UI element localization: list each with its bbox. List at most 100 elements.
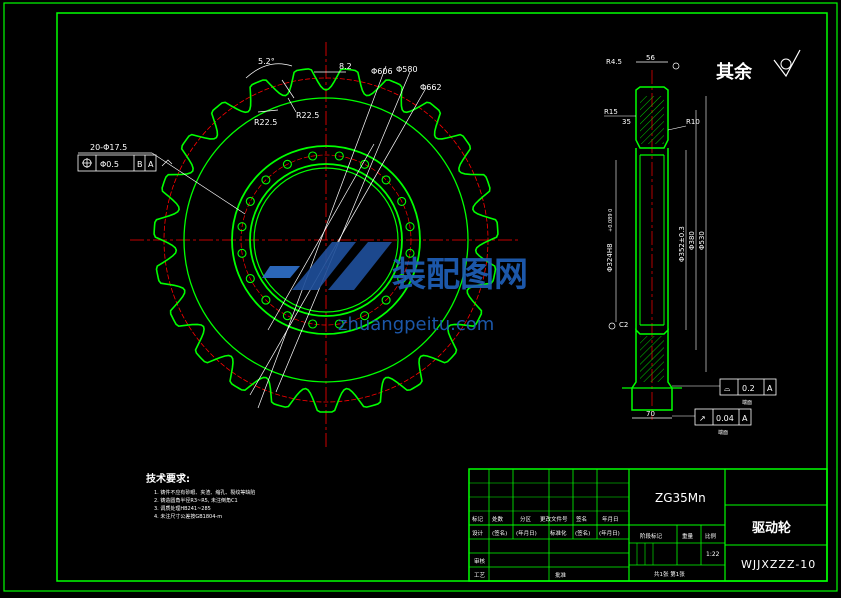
- roughness-symbol-icon: [773, 49, 801, 78]
- note-item-4: 4. 未注尺寸公差按GB1804-m: [154, 513, 222, 520]
- bore-circle: [249, 163, 403, 317]
- r15-label: R15: [604, 108, 618, 116]
- tb-approve: 批准: [555, 571, 567, 579]
- angle-dim-label: 5.2°: [258, 57, 275, 66]
- flatness-datum: A: [767, 384, 773, 393]
- bore-label: Φ324H8: [606, 243, 614, 272]
- dia-606-label: Φ606: [371, 67, 393, 76]
- watermark-logo-icon: [262, 242, 392, 290]
- tb-standard: 标准化: [550, 529, 567, 537]
- flatness-value: 0.2: [742, 384, 755, 393]
- bolt-hole: [308, 319, 318, 329]
- bolt-holes: [237, 151, 415, 329]
- pitch-circle: [163, 77, 489, 403]
- watermark-cn: 装配图网: [392, 255, 528, 295]
- bolt-hole: [308, 151, 318, 161]
- tb-label-mark: 标记: [472, 515, 484, 523]
- tb-ratio-label: 比例: [705, 532, 717, 540]
- upper-hatch: [640, 96, 664, 144]
- datum-leader-icon: [161, 159, 173, 167]
- bolt-hole: [261, 175, 271, 185]
- tb-review: 审核: [474, 557, 486, 565]
- bore-tol-label: +0.089 0: [608, 209, 614, 232]
- scale-value: 1:22: [706, 551, 720, 558]
- bolt-hole: [405, 248, 415, 258]
- face-label-2: 端面: [718, 429, 728, 436]
- sprocket-front-view: 5.2° 8.2 Φ606 Φ580 Φ662 R22.5 R22.5 20-Φ…: [77, 42, 520, 450]
- bolt-hole: [282, 311, 292, 321]
- dim-line-662: [249, 87, 427, 396]
- flatness-frame: [719, 378, 777, 396]
- bolt-hole: [245, 274, 255, 284]
- r225b-leader: [257, 109, 279, 113]
- dim-line-bore: [267, 143, 375, 331]
- tb-design-date: (年月日): [516, 529, 537, 537]
- runout-frame: [694, 408, 752, 426]
- r10-label: R10: [686, 118, 700, 126]
- r10-leader: [667, 125, 687, 131]
- bolt-hole: [397, 196, 407, 206]
- watermark-en: zhuangpeitu.com: [338, 314, 494, 335]
- bore-chamfer-circle: [253, 167, 399, 313]
- runout-value: 0.04: [716, 414, 734, 423]
- bolt-circle: [240, 154, 412, 326]
- tb-design: 设计: [472, 529, 484, 537]
- bolt-hole: [237, 248, 247, 258]
- tb-standard-date: (年月日): [599, 529, 620, 537]
- datum-a-circle-icon: [608, 322, 616, 330]
- lower-hatch: [640, 336, 664, 382]
- datum-a-ref: A: [148, 160, 154, 169]
- dim-line-580: [275, 71, 411, 393]
- position-tolerance-frame: [77, 154, 157, 172]
- datum-circle-icon: [672, 62, 680, 70]
- title-block-text: 标记 处数 分区 更改文件号 签名 年月日 设计 (签名) (年月日) 标准化 …: [472, 515, 720, 579]
- notes-title: 技术要求:: [146, 472, 190, 485]
- tb-label-zone: 分区: [520, 515, 532, 523]
- title-block: [468, 468, 828, 582]
- d380-label: Φ380: [688, 231, 696, 250]
- angle-arc: [245, 63, 293, 79]
- bolt-hole: [360, 159, 370, 169]
- note-item-3: 3. 调质处理HB241~285: [154, 505, 211, 512]
- bolt-hole: [360, 311, 370, 321]
- runout-symbol-icon: ↗: [699, 414, 706, 423]
- dia-662-label: Φ662: [420, 83, 442, 92]
- bolt-hole: [405, 222, 415, 232]
- part-name: 驱动轮: [752, 520, 791, 536]
- drawing-number: WJJXZZZ-10: [741, 558, 816, 571]
- inner-border: [56, 12, 828, 582]
- face-label-1: 端面: [742, 399, 752, 406]
- bolt-hole: [334, 319, 344, 329]
- tooth-outline: [153, 68, 499, 413]
- bolt-hole: [381, 175, 391, 185]
- bolt-hole: [237, 222, 247, 232]
- upper-tooth-section: [635, 86, 669, 149]
- r225b-label: R22.5: [254, 118, 277, 127]
- bolt-hole: [381, 295, 391, 305]
- tb-stage-label: 阶段标记: [640, 532, 663, 540]
- hole-count-label: 20-Φ17.5: [90, 143, 127, 152]
- dia-580-label: Φ580: [396, 65, 418, 74]
- runout-datum: A: [742, 414, 748, 423]
- outer-border: [3, 2, 838, 592]
- sprocket-section-view: 56 R4.5 R15 35 R10 Φ324H8 +0.089 0 Φ352±…: [604, 54, 777, 436]
- material-label: ZG35Mn: [655, 491, 706, 505]
- tb-design-sign: (签名): [492, 529, 507, 537]
- dim-line-606: [257, 65, 387, 409]
- tb-label-date: 年月日: [602, 515, 619, 523]
- tb-label-sign: 签名: [576, 515, 587, 523]
- tb-weight-label: 重量: [682, 532, 694, 540]
- w56-label: 56: [646, 54, 655, 62]
- tb-standard-sign: (签名): [575, 529, 590, 537]
- r225-leader: [287, 97, 297, 113]
- rim-inner-circle: [183, 97, 469, 383]
- pitch-width-label: 8.2: [339, 62, 352, 71]
- angle-ext-line: [281, 79, 295, 99]
- hub-outer-circle: [231, 145, 421, 335]
- note-item-2: 2. 铸造圆角半径R3~R5, 未注倒角C1: [154, 497, 238, 504]
- datum-b-ref: B: [137, 160, 143, 169]
- bolt-hole: [397, 274, 407, 284]
- bolt-hole: [282, 159, 292, 169]
- d530-label: Φ530: [698, 231, 706, 250]
